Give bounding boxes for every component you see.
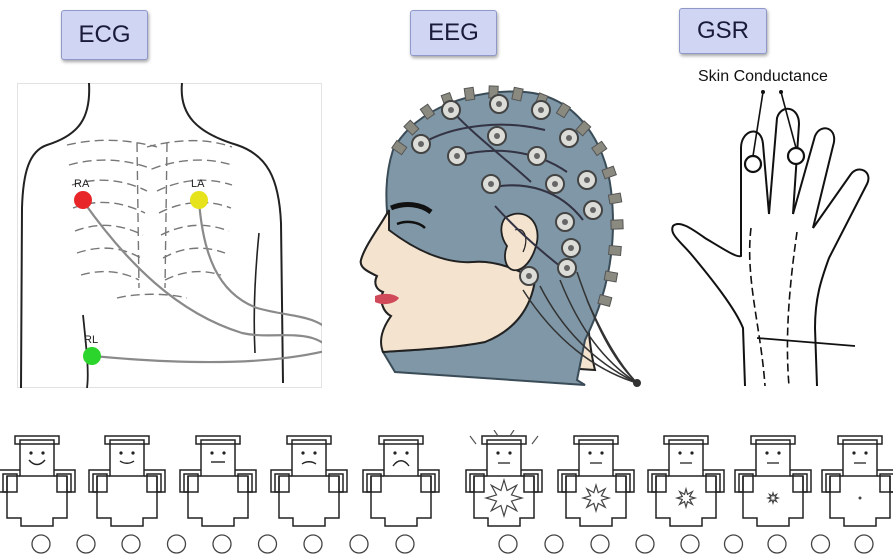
- sam-rating-circle: [545, 535, 563, 553]
- sam-rating-circle: [725, 535, 743, 553]
- sam-valence-manikin: [363, 436, 439, 526]
- ecg-electrode-rl: [83, 347, 101, 365]
- sam-rating-circle: [499, 535, 517, 553]
- sam-arousal-manikin: [466, 430, 542, 526]
- sam-rating-circle: [213, 535, 231, 553]
- gsr-hand-illustration: [665, 88, 893, 388]
- ecg-torso-illustration: RA LA RL: [17, 83, 322, 388]
- sam-rating-circle: [350, 535, 368, 553]
- sam-rating-circle: [122, 535, 140, 553]
- ecg-label: ECG: [61, 10, 148, 60]
- sam-arousal-manikin: [558, 436, 634, 526]
- ecg-electrode-ra: [74, 191, 92, 209]
- sam-rating-circle: [32, 535, 50, 553]
- sam-valence-manikin: [271, 436, 347, 526]
- sam-arousal-manikin: [822, 436, 893, 526]
- sam-rating-circle: [396, 535, 414, 553]
- sam-manikin-scale: [0, 430, 893, 555]
- sam-rating-circle: [591, 535, 609, 553]
- sam-arousal-manikin: [648, 436, 724, 526]
- sam-valence-manikin: [0, 436, 75, 526]
- ecg-electrode-la-label: LA: [191, 178, 205, 190]
- sam-rating-circle: [636, 535, 654, 553]
- sam-rating-circle: [768, 535, 786, 553]
- sam-rating-circle: [168, 535, 186, 553]
- sam-arousal-manikin: [735, 436, 811, 526]
- gsr-label: GSR: [679, 8, 767, 54]
- eeg-label: EEG: [410, 10, 497, 56]
- sam-valence-manikin: [89, 436, 165, 526]
- ecg-electrode-ra-label: RA: [74, 178, 90, 190]
- sam-rating-circle: [812, 535, 830, 553]
- skin-conductance-label: Skin Conductance: [698, 68, 828, 86]
- sam-rating-circle: [77, 535, 95, 553]
- sam-rating-circle: [259, 535, 277, 553]
- sam-rating-circle: [304, 535, 322, 553]
- sam-rating-circle: [681, 535, 699, 553]
- eeg-head-illustration: [355, 80, 645, 390]
- ecg-electrode-la: [190, 191, 208, 209]
- ecg-electrode-rl-label: RL: [84, 334, 98, 346]
- sam-rating-circle: [855, 535, 873, 553]
- sam-valence-manikin: [180, 436, 256, 526]
